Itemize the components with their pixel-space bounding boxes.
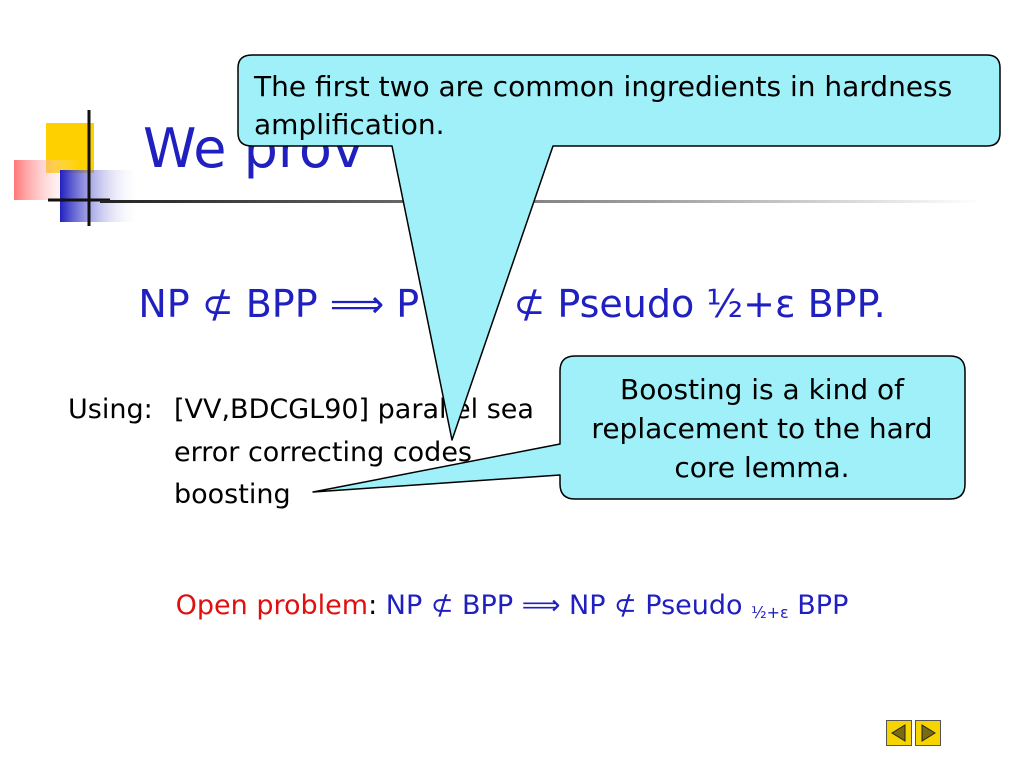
previous-slide-button[interactable]	[886, 720, 912, 746]
callout-top-bubble	[237, 54, 1001, 441]
formula-implies: ⟹	[329, 282, 385, 326]
open-problem: Open problem: NP ⊄ BPP ⟹ NP ⊄ Pseudo ½+ε…	[0, 590, 1024, 622]
blue-square	[60, 170, 140, 222]
callout-right-text: Boosting is a kind of replacement to the…	[591, 373, 933, 484]
title-underline	[100, 200, 980, 203]
callout-right-bubble	[312, 355, 966, 500]
open-problem-statement: NP ⊄ BPP ⟹ NP ⊄ Pseudo	[385, 590, 743, 621]
formula-mid: BPP	[245, 282, 318, 326]
formula-not-subset-1: ⊄	[201, 282, 234, 326]
formula-rhs: Pseudo ½+ε BPP.	[557, 282, 886, 326]
open-problem-colon: :	[368, 590, 378, 621]
callout-top-text: The first two are common ingredients in …	[254, 70, 953, 141]
formula-hidden-start: P	[396, 282, 420, 326]
using-label: Using:	[68, 394, 153, 425]
open-problem-label: Open problem	[175, 590, 369, 621]
next-slide-button[interactable]	[915, 720, 941, 746]
open-problem-tail: BPP	[797, 590, 849, 621]
using-item-boosting: boosting	[174, 479, 291, 510]
corner-decoration	[14, 110, 140, 226]
formula-not-subset-2: ⊄	[513, 282, 546, 326]
formula-lhs: NP	[138, 282, 190, 326]
triangle-right-icon	[921, 724, 936, 742]
open-problem-subscript: ½+ε	[751, 603, 789, 622]
using-item-error-correcting-codes: error correcting codes	[174, 437, 473, 468]
triangle-left-icon	[891, 724, 906, 742]
using-item-parallel-search: [VV,BDCGL90] parallel sea	[174, 394, 534, 425]
main-formula: NP ⊄ BPP ⟹ P ⊄ Pseudo ½+ε BPP.	[0, 282, 1024, 326]
